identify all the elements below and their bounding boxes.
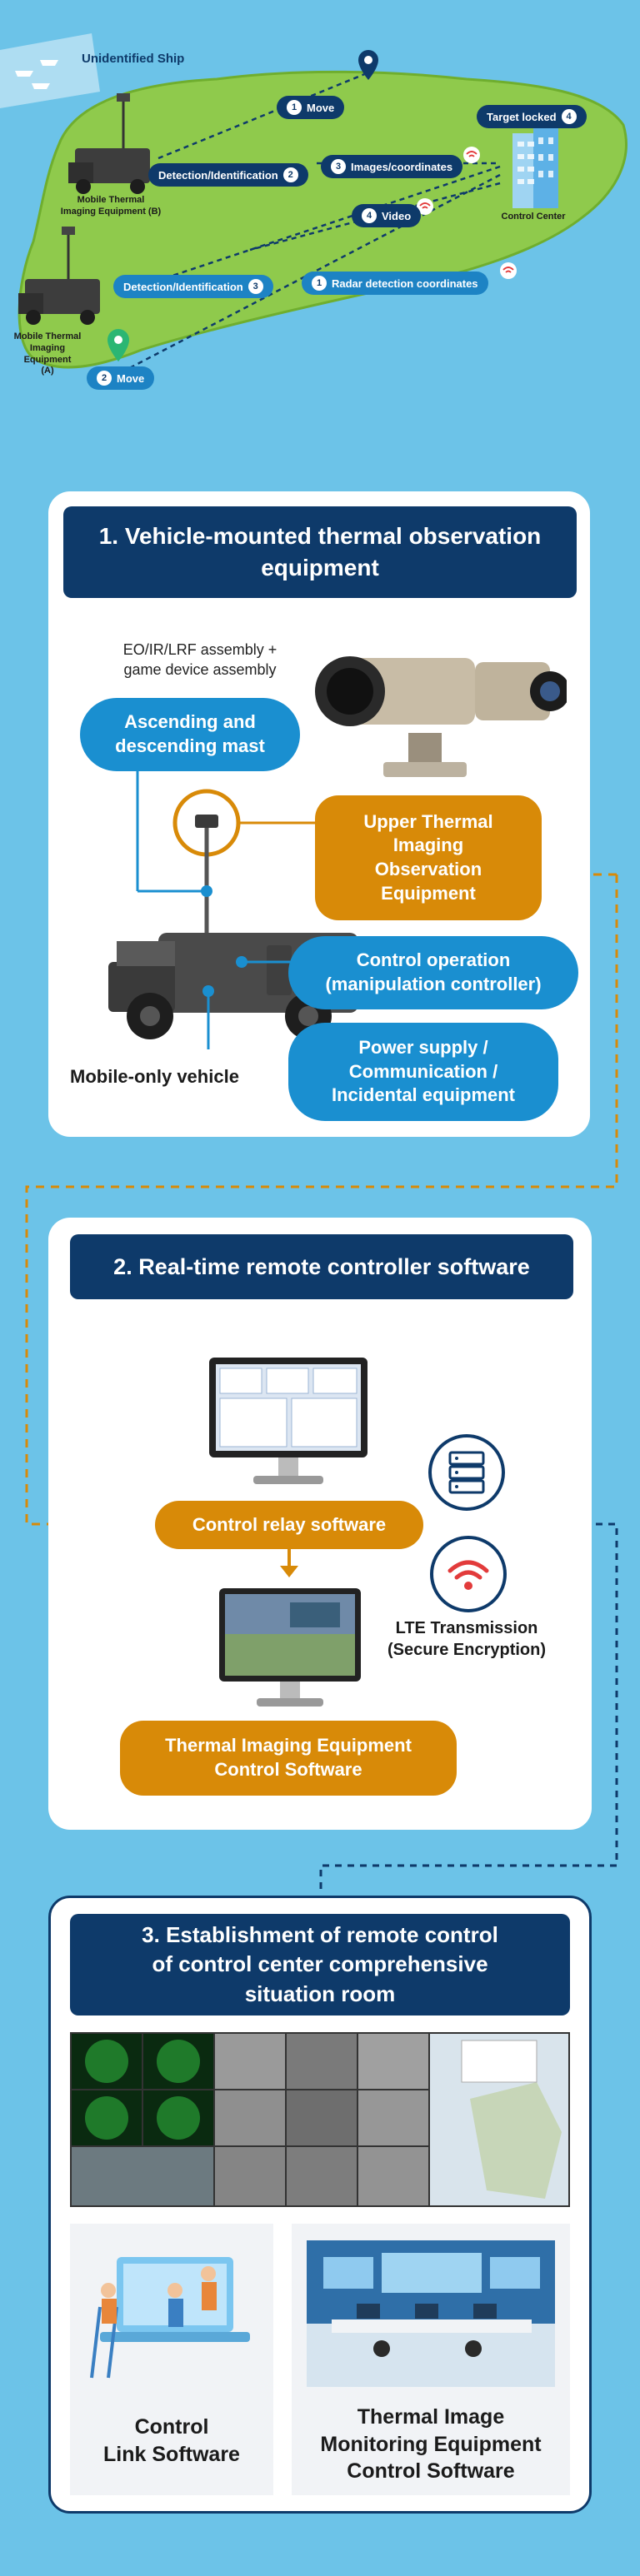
laptop-team-illustration [90,2257,250,2379]
step-number-badge: 2 [282,167,298,182]
vehicle-label: Mobile-only vehicle [70,1066,239,1087]
ship-icons [15,60,58,89]
control-link-label: Control Link Software [103,2415,240,2466]
lte-label: LTE Transmission (Secure Encryption) [387,1619,547,1659]
vehicle-b-icon [68,93,150,194]
step-number-badge: 3 [331,159,346,174]
thermal-control-software-box: Thermal Imaging Equipment Control Softwa… [120,1721,457,1796]
thermal-monitoring-label: Thermal Image Monitoring Equipment Contr… [320,2405,542,2483]
move-bottom-pill: 2 Move [87,366,155,390]
vehicle-a-label: Mobile Thermal Imaging Equipment (A) [13,331,82,376]
control-operation-callout: Control operation (manipulation controll… [288,936,578,1009]
situation-room-screens [70,2032,570,2207]
target-locked-label: Target locked [487,110,557,123]
control-center-building-icon [512,125,558,208]
radar-coordinates-label: Radar detection coordinates [332,277,478,290]
wifi-icon [417,147,517,279]
monitor-relay-icon [209,1358,368,1484]
detection-a-pill: Detection/Identification 3 [113,275,273,298]
detection-a-label: Detection/Identification [123,280,243,293]
thermal-screen-panels [215,2034,428,2205]
target-locked-pill: Target locked 4 [477,105,587,128]
section1-title: 1. Vehicle-mounted thermal observation e… [63,506,577,598]
radar-screen-panels [72,2034,213,2205]
relay-software-box: Control relay software [155,1501,423,1549]
location-pin-icon [358,50,378,80]
step-number-badge: 3 [248,279,263,294]
detection-b-label: Detection/Identification [158,168,278,182]
step-number-badge: 4 [362,208,377,223]
images-coordinates-label: Images/coordinates [351,160,453,173]
step-number-badge: 1 [312,276,327,291]
move-top-pill: 1 Move [277,96,345,119]
power-supply-callout: Power supply / Communication / Incidenta… [288,1023,558,1121]
location-pin-icon [108,329,129,361]
control-room-photo [307,2240,555,2387]
unidentified-ship-label: Unidentified Ship [82,52,185,66]
mast-callout: Ascending and descending mast [80,698,300,771]
video-label: Video [382,209,412,222]
upper-thermal-callout: Upper Thermal Imaging Observation Equipm… [315,795,542,920]
section3-title: 3. Establishment of remote control of co… [70,1914,570,2015]
detection-b-pill: Detection/Identification 2 [148,163,308,187]
step-number-badge: 1 [287,100,302,115]
move-bottom-label: Move [117,371,145,385]
section2-title: 2. Real-time remote controller software [70,1234,573,1299]
server-icon [428,1434,505,1511]
video-pill: 4 Video [352,204,422,227]
control-center-label: Control Center [501,212,566,222]
map-screen-panel [430,2034,568,2205]
radar-coordinates-pill: 1 Radar detection coordinates [302,272,488,295]
vehicle-b-label: Mobile Thermal Imaging Equipment (B) [60,195,162,217]
vehicle-a-icon [18,227,100,325]
move-top-label: Move [307,101,335,114]
arrow-down-icon [280,1549,298,1577]
thermal-camera-illustration [315,656,567,777]
step-number-badge: 2 [97,371,112,386]
eo-assembly-label: EO/IR/LRF assembly + game device assembl… [122,641,278,679]
images-coordinates-pill: 3 Images/coordinates [321,155,463,178]
step-number-badge: 4 [561,109,577,124]
monitor-control-icon [219,1588,361,1707]
wifi-transmission-icon [430,1536,507,1612]
